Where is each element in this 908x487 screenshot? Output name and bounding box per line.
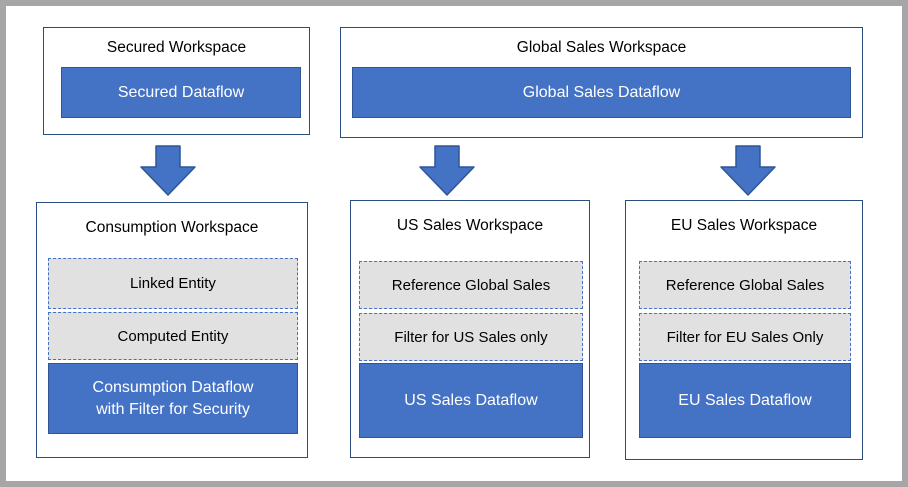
- eu-sales-dataflow-box: EU Sales Dataflow: [639, 363, 851, 438]
- reference-global-sales-label: Reference Global Sales: [391, 276, 551, 294]
- secured-dataflow-label: Secured Dataflow: [117, 83, 245, 101]
- global-sales-workspace-title: Global Sales Workspace: [516, 39, 687, 56]
- us-sales-dataflow-label: US Sales Dataflow: [404, 391, 538, 409]
- us-sales-workspace-title: US Sales Workspace: [396, 217, 544, 234]
- us-sales-workspace-box: US Sales Workspace Reference Global Sale…: [350, 200, 590, 458]
- reference-global-sales-label: Reference Global Sales: [665, 276, 825, 294]
- secured-dataflow-box: Secured Dataflow: [61, 67, 301, 118]
- computed-entity-box: Computed Entity: [48, 312, 298, 360]
- filter-eu-sales-box: Filter for EU Sales Only: [639, 313, 851, 361]
- us-sales-dataflow-box: US Sales Dataflow: [359, 363, 583, 438]
- filter-us-sales-box: Filter for US Sales only: [359, 313, 583, 361]
- consumption-workspace-box: Consumption Workspace Linked Entity Comp…: [36, 202, 308, 458]
- global-sales-dataflow-label: Global Sales Dataflow: [522, 83, 681, 101]
- consumption-dataflow-box: Consumption Dataflow with Filter for Sec…: [48, 363, 298, 434]
- consumption-dataflow-label: Consumption Dataflow with Filter for Sec…: [92, 378, 254, 418]
- linked-entity-label: Linked Entity: [130, 275, 216, 292]
- eu-sales-dataflow-label: EU Sales Dataflow: [678, 391, 812, 409]
- reference-global-sales-box: Reference Global Sales: [359, 261, 583, 309]
- global-sales-dataflow-box: Global Sales Dataflow: [352, 67, 851, 118]
- reference-global-sales-box: Reference Global Sales: [639, 261, 851, 309]
- linked-entity-box: Linked Entity: [48, 258, 298, 309]
- computed-entity-label: Computed Entity: [117, 327, 229, 345]
- filter-eu-sales-label: Filter for EU Sales Only: [666, 328, 824, 346]
- eu-sales-workspace-box: EU Sales Workspace Reference Global Sale…: [625, 200, 863, 460]
- down-arrow-icon: [419, 145, 475, 196]
- filter-us-sales-label: Filter for US Sales only: [394, 328, 548, 346]
- consumption-workspace-title: Consumption Workspace: [85, 219, 259, 236]
- secured-workspace-box: Secured Workspace Secured Dataflow: [43, 27, 310, 135]
- down-arrow-icon: [140, 145, 196, 196]
- down-arrow-icon: [720, 145, 776, 196]
- secured-workspace-title: Secured Workspace: [106, 39, 247, 56]
- eu-sales-workspace-title: EU Sales Workspace: [670, 217, 818, 234]
- global-sales-workspace-box: Global Sales Workspace Global Sales Data…: [340, 27, 863, 138]
